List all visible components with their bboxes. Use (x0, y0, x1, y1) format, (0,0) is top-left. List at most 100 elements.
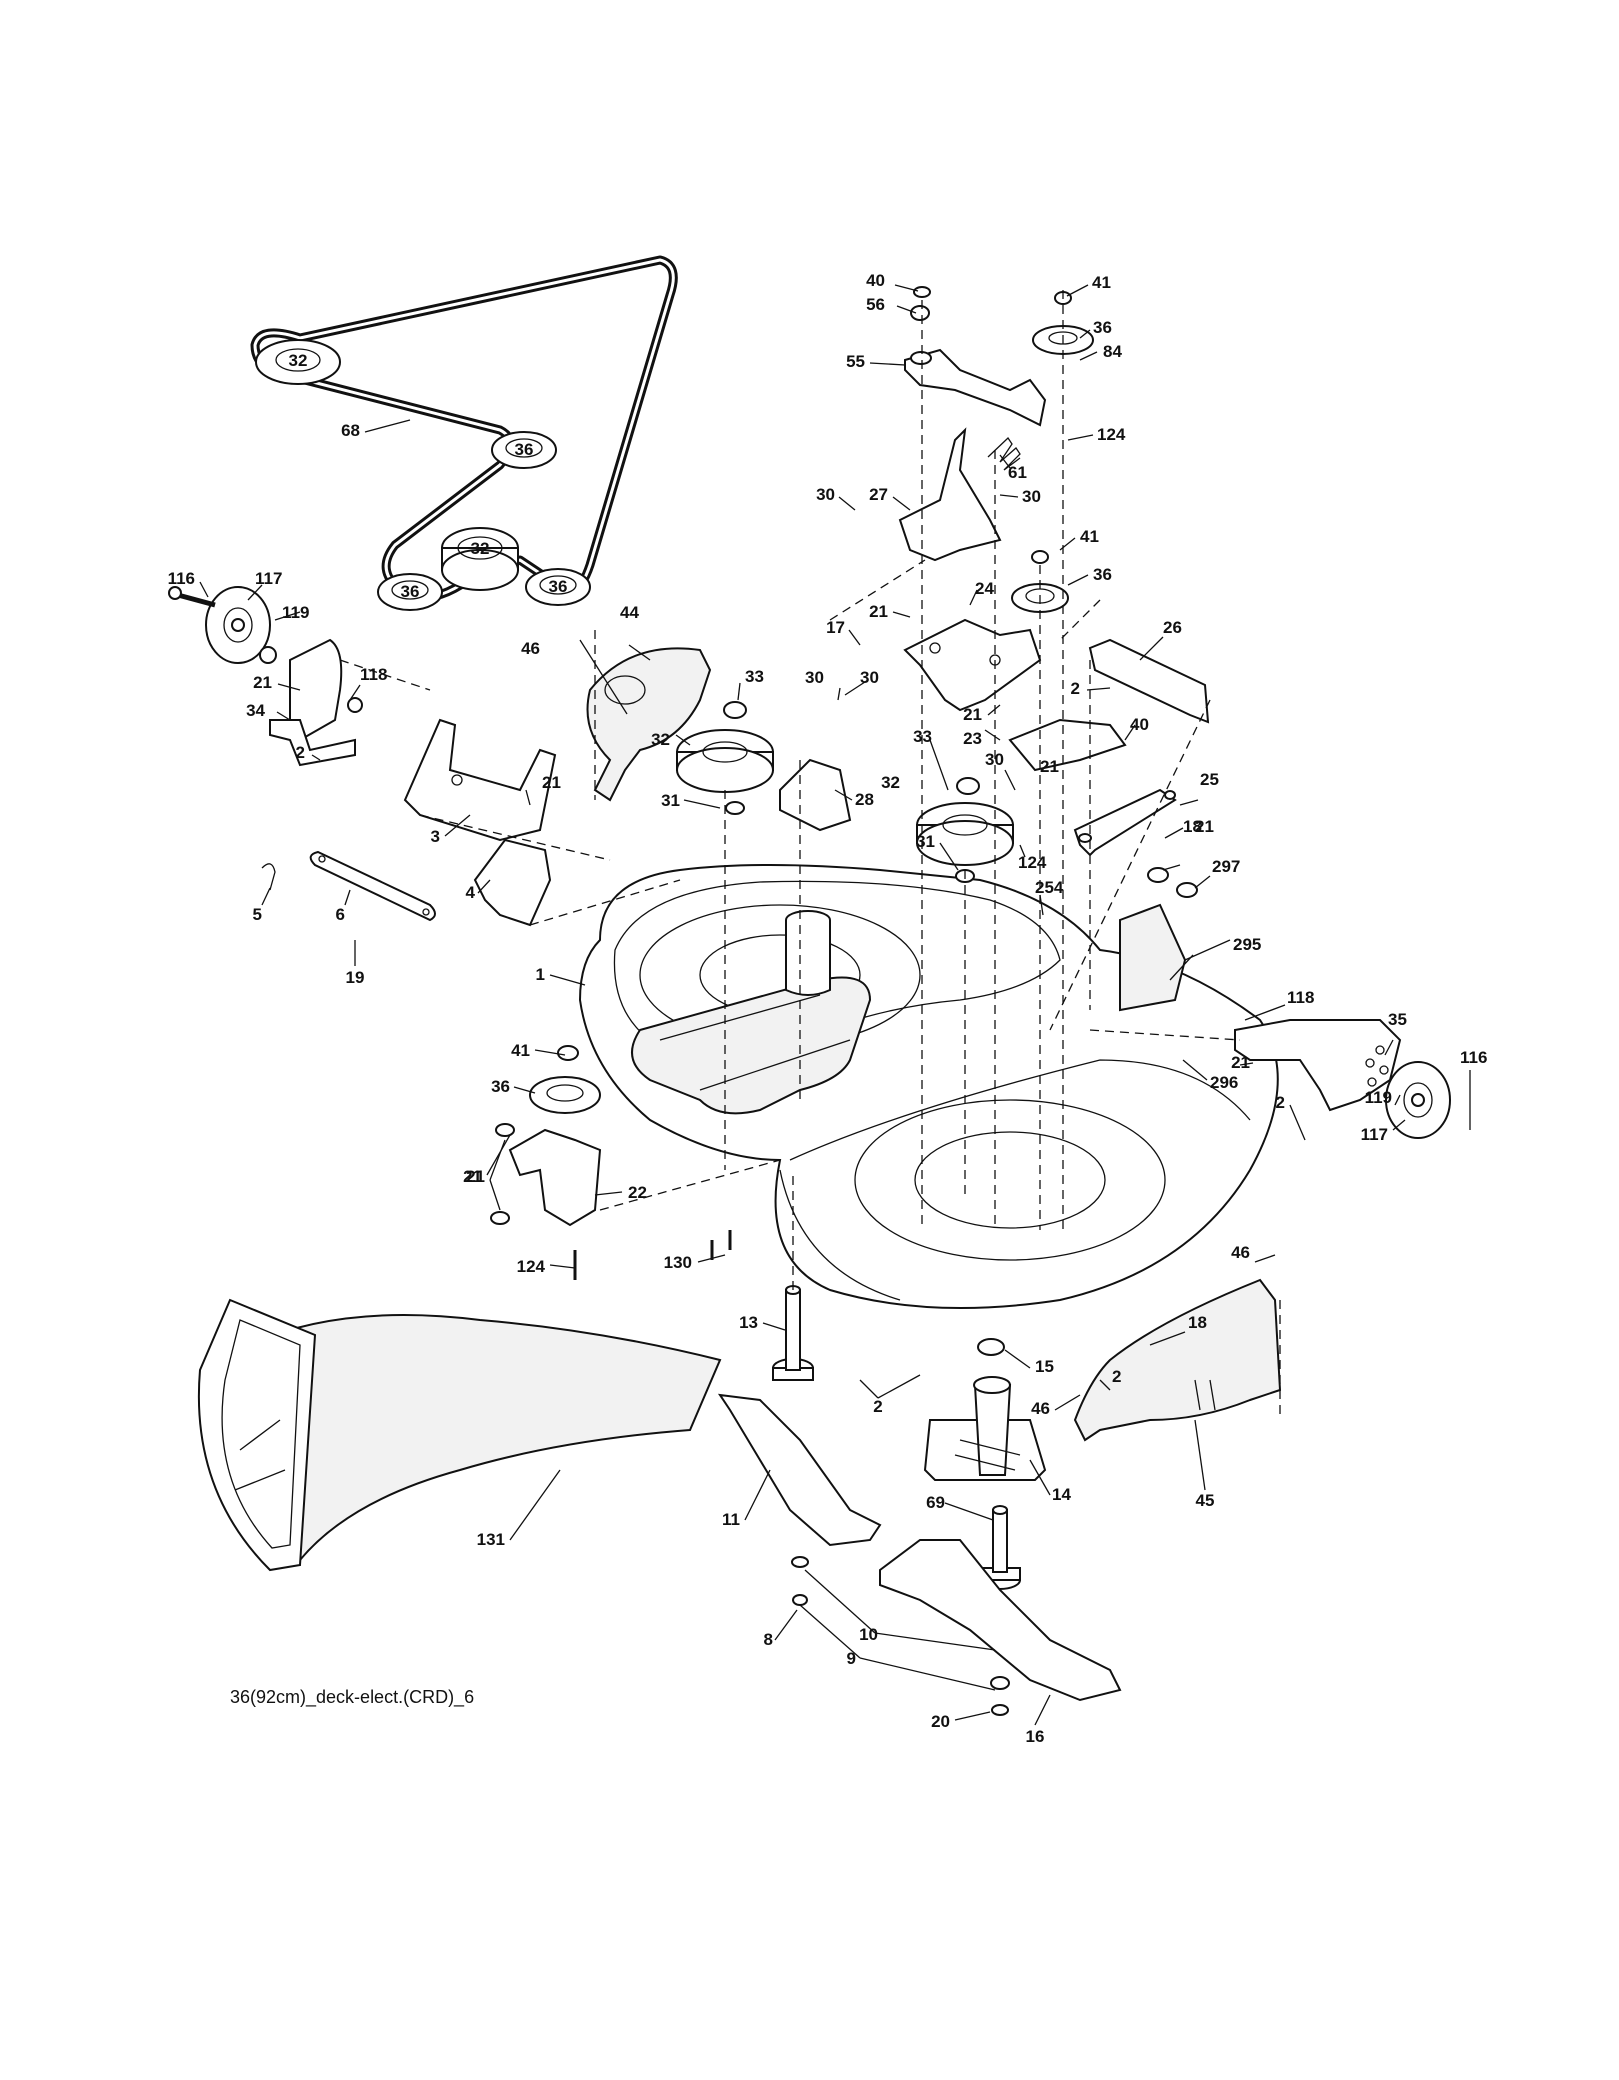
callout-label: 119 (282, 603, 309, 622)
callout-label: 116 (168, 569, 195, 588)
right-gauge-wheel (1385, 1061, 1451, 1139)
callout-label: 34 (246, 701, 265, 720)
callout-label: 32 (651, 730, 670, 749)
callout-label: 2 (1071, 679, 1080, 698)
callout-labels: 40 41 56 36 55 84 124 61 30 27 30 41 36 … (168, 271, 1488, 1746)
callout-label: 21 (1231, 1053, 1250, 1072)
callout-label: 10 (859, 1625, 878, 1644)
callout-label: 19 (346, 968, 365, 987)
idler-spring (987, 436, 1021, 471)
callout-label: 61 (1008, 463, 1027, 482)
callout-leaders (199, 284, 1471, 1726)
callout-label: 118 (360, 665, 387, 684)
left-gauge-wheel (205, 586, 271, 664)
belt-pulley-label: 32 (289, 351, 308, 370)
callout-label: 11 (722, 1510, 740, 1529)
callout-label: 41 (1092, 273, 1111, 292)
callout-label: 30 (816, 485, 835, 504)
callout-label: 33 (745, 667, 764, 686)
callout-label: 30 (985, 750, 1004, 769)
callout-label: 118 (1287, 988, 1314, 1007)
callout-label: 131 (477, 1530, 505, 1549)
callout-label: 5 (253, 905, 262, 924)
callout-label: 18 (1188, 1313, 1207, 1332)
belt-pulley-label: 32 (471, 539, 490, 558)
callout-label: 31 (661, 791, 680, 810)
callout-label: 1 (536, 965, 545, 984)
spindle-housing (923, 1376, 1047, 1481)
callout-label: 41 (1080, 527, 1099, 546)
callout-label: 130 (664, 1253, 692, 1272)
callout-label: 84 (1103, 342, 1122, 361)
callout-label: 14 (1052, 1485, 1071, 1504)
idler-plate (903, 618, 1042, 712)
left-spindle (772, 1285, 814, 1381)
belt-pulley-d: 36 (377, 573, 443, 611)
callout-label: 32 (881, 773, 900, 792)
callout-label: 8 (764, 1630, 773, 1649)
callout-label: 2 (296, 743, 305, 762)
callout-label: 69 (926, 1493, 945, 1512)
callout-label: 44 (620, 603, 639, 622)
callout-label: 22 (628, 1183, 647, 1202)
callout-label: 35 (1388, 1010, 1407, 1029)
belt-pulley-label: 36 (401, 582, 420, 601)
callout-label: 117 (1361, 1125, 1388, 1144)
callout-label: 46 (1231, 1243, 1250, 1262)
bagging-chute (197, 1298, 722, 1572)
right-blade (879, 1539, 1122, 1702)
callout-label: 33 (913, 727, 932, 746)
callout-label: 41 (511, 1041, 530, 1060)
callout-label: 21 (869, 602, 888, 621)
left-wheel-bolt (168, 586, 216, 608)
callout-label: 18 (1183, 817, 1202, 836)
callout-label: 17 (826, 618, 845, 637)
blade-hardware (791, 1556, 1010, 1716)
callout-label: 45 (1196, 1491, 1215, 1510)
callout-label: 36 (1093, 318, 1112, 337)
belt-pulley-b: 36 (491, 431, 557, 469)
right-wheel-bracket (1234, 1019, 1402, 1112)
right-baffle (1073, 1278, 1282, 1442)
front-link-rod (309, 850, 436, 922)
callout-label: 117 (255, 569, 282, 588)
callout-label: 13 (739, 1313, 758, 1332)
callout-label: 36 (491, 1077, 510, 1096)
callout-label: 2 (873, 1397, 882, 1416)
left-idler-bracket (508, 1045, 602, 1227)
callout-label: 26 (1163, 618, 1182, 637)
upper-idler-bracket (898, 427, 1002, 562)
callout-label: 124 (517, 1257, 546, 1276)
callout-label: 295 (1233, 935, 1261, 954)
spindle-bearing (977, 1338, 1005, 1356)
callout-label: 25 (1200, 770, 1219, 789)
callout-label: 21 (466, 1167, 485, 1186)
callout-label: 36 (1093, 565, 1112, 584)
callout-label: 40 (866, 271, 885, 290)
front-pivot-bracket (473, 838, 552, 927)
lift-arm (1073, 788, 1177, 857)
callout-label: 21 (1195, 817, 1214, 836)
callout-label: 30 (805, 668, 824, 687)
callout-label: 16 (1026, 1727, 1045, 1746)
callout-label: 55 (846, 352, 865, 371)
callout-label: 31 (916, 832, 935, 851)
callout-label: 296 (1210, 1073, 1238, 1092)
deck-tube (785, 910, 831, 996)
callout-label: 46 (1031, 1399, 1050, 1418)
left-center-pulley (676, 701, 774, 815)
callout-label: 2 (1112, 1367, 1121, 1386)
callout-label: 116 (1460, 1048, 1487, 1067)
discharge-cover (631, 976, 872, 1115)
callout-label: 119 (1365, 1088, 1392, 1107)
callout-label: 2 (1276, 1093, 1285, 1112)
callout-label: 21 (1040, 757, 1059, 776)
hairpin-clip (261, 863, 276, 891)
callout-label: 24 (975, 579, 994, 598)
callout-label: 254 (1035, 878, 1064, 897)
callout-label: 21 (463, 1167, 482, 1186)
callout-label: 56 (866, 295, 885, 314)
left-blade (717, 1393, 882, 1547)
callout-label: 30 (1022, 487, 1041, 506)
